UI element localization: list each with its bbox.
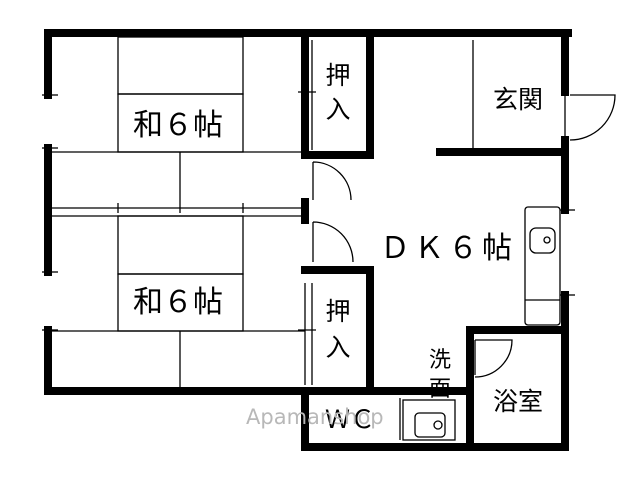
washroom-char-2: 面 xyxy=(429,377,451,402)
room-label-washitsu-upper: 和６帖 xyxy=(133,108,223,143)
room-label-bathroom: 浴室 xyxy=(493,387,543,416)
closet-lower-char-2: 入 xyxy=(325,333,350,362)
room-label-closet-upper: 押 入 xyxy=(325,61,350,124)
closet-upper-char-1: 押 xyxy=(325,61,350,90)
washroom-char-1: 洗 xyxy=(429,348,451,373)
closet-lower-char-1: 押 xyxy=(325,297,350,326)
room-label-entrance: 玄関 xyxy=(493,85,543,114)
room-label-washroom: 洗 面 xyxy=(429,348,451,402)
watermark-logo: Apamanshop xyxy=(246,405,384,429)
room-label-toilet: ＷＣ xyxy=(325,405,375,434)
walls xyxy=(44,29,572,451)
room-label-dining-kitchen: ＤＫ６帖 xyxy=(380,231,516,266)
closet-upper-char-2: 入 xyxy=(325,95,350,124)
room-label-washitsu-lower: 和６帖 xyxy=(133,285,223,320)
room-label-closet-lower: 押 入 xyxy=(325,297,350,362)
